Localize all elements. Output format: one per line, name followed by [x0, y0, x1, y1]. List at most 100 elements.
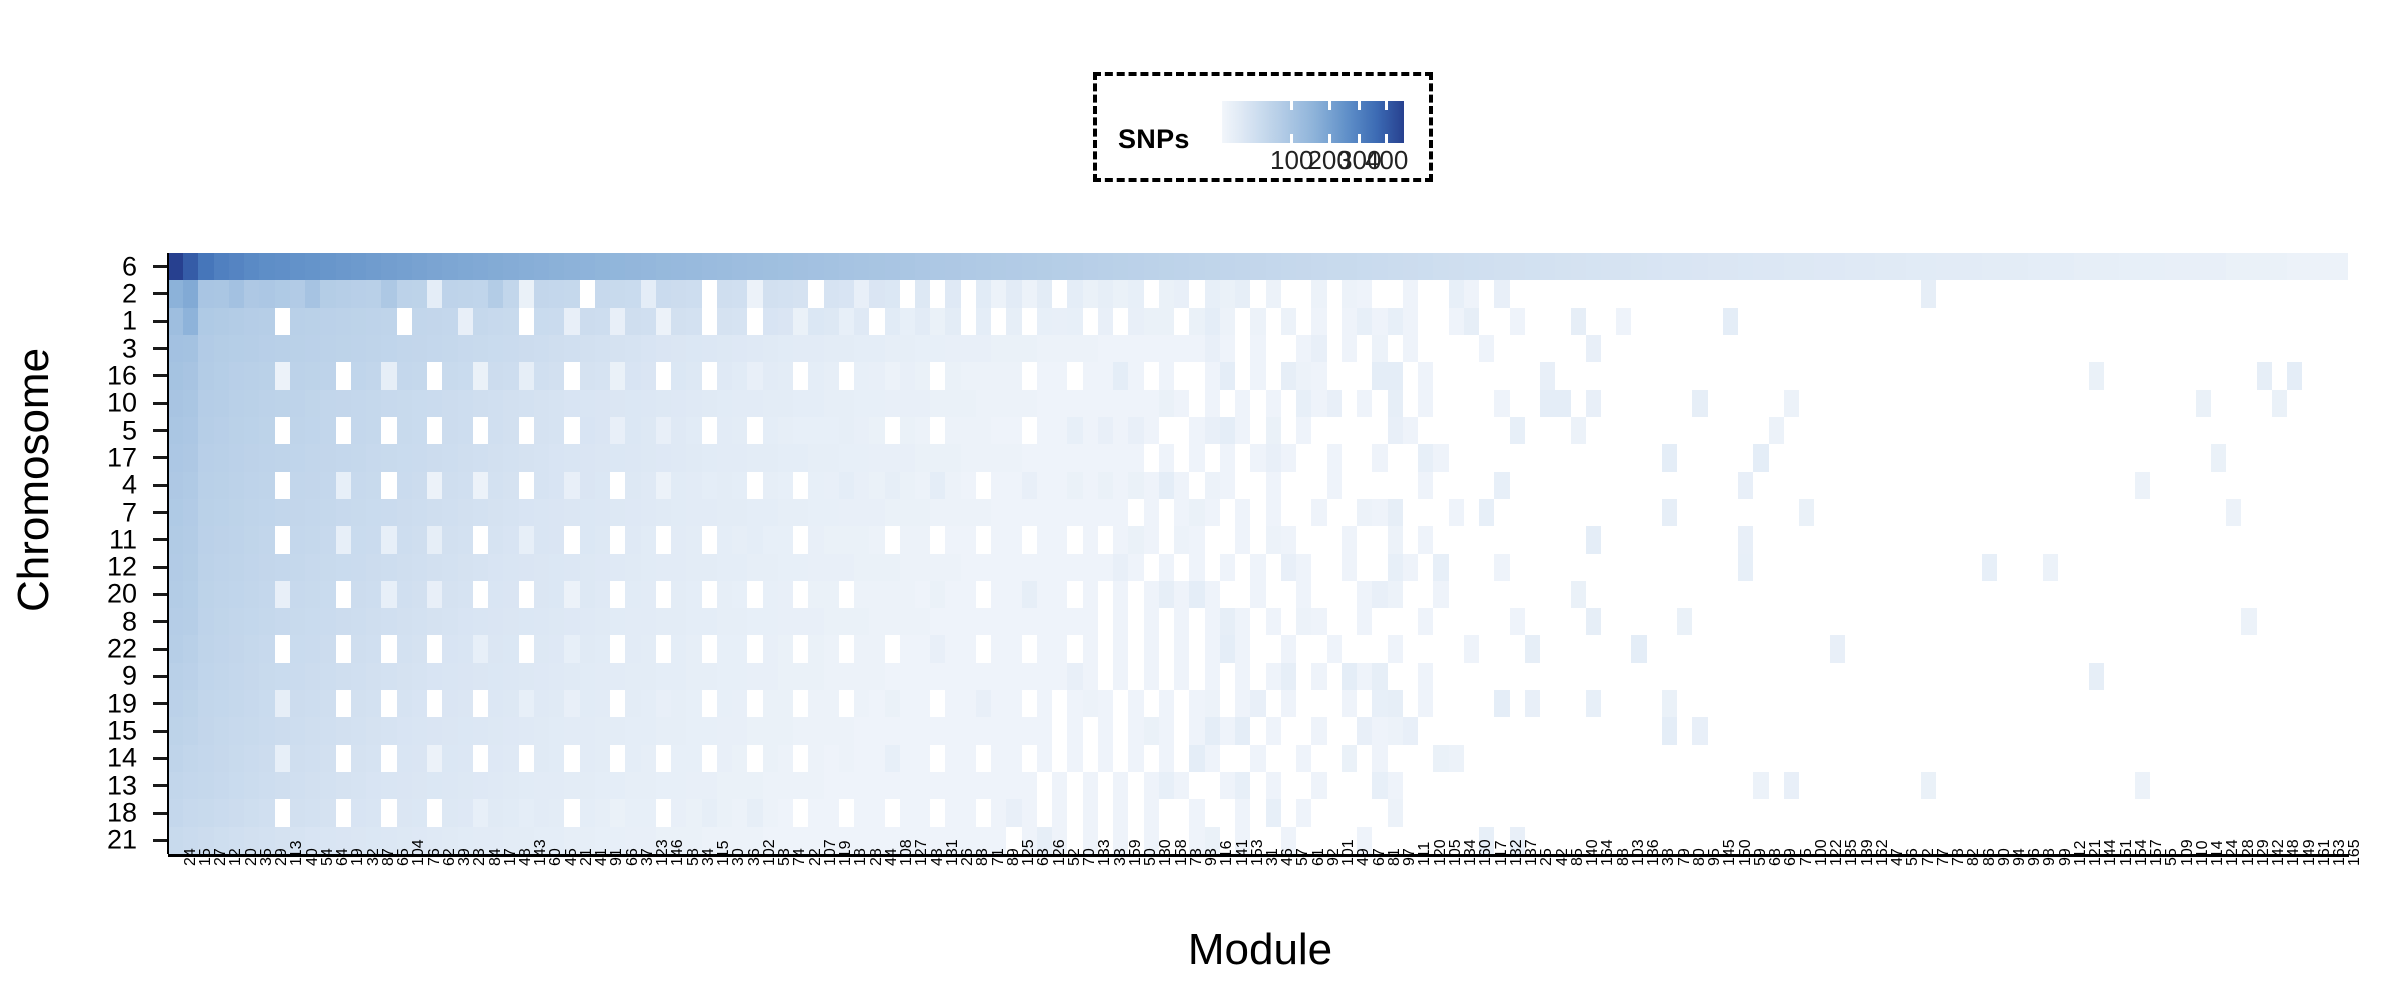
heatmap-cell — [2332, 253, 2348, 281]
heatmap-cell — [2332, 307, 2348, 335]
heatmap-cell — [869, 280, 885, 308]
heatmap-cell — [1311, 307, 1327, 335]
heatmap-cell — [488, 253, 504, 281]
heatmap-cell — [1052, 253, 1068, 281]
heatmap-cell — [2012, 334, 2028, 363]
heatmap-cell — [274, 334, 290, 363]
heatmap-cell — [427, 362, 443, 390]
heatmap-cell — [2241, 334, 2257, 363]
heatmap-cell — [411, 362, 428, 390]
legend-tick-mark — [1290, 101, 1294, 110]
heatmap-cell — [396, 253, 412, 281]
heatmap-cell — [1433, 253, 1449, 281]
y-axis-tick — [153, 401, 167, 405]
heatmap-cell — [1341, 253, 1358, 281]
heatmap-cell — [1540, 307, 1556, 335]
heatmap-cell — [1524, 307, 1541, 335]
heatmap-cell — [655, 307, 672, 335]
heatmap-cell — [503, 253, 519, 281]
heatmap-cell — [350, 307, 367, 335]
heatmap-cell — [183, 334, 199, 363]
heatmap-cell — [518, 307, 534, 335]
heatmap-cell — [701, 334, 717, 363]
heatmap-cell — [1844, 307, 1861, 335]
heatmap-cell — [1585, 280, 1601, 308]
heatmap-cell — [320, 362, 336, 390]
heatmap-cell — [1082, 253, 1098, 281]
heatmap-cell — [1006, 280, 1022, 308]
heatmap-cell — [549, 307, 565, 335]
heatmap-cell — [2027, 307, 2044, 335]
heatmap-cell — [1418, 280, 1434, 308]
heatmap-cell — [594, 362, 611, 390]
heatmap-cell — [762, 253, 778, 281]
heatmap-cell — [2210, 334, 2227, 363]
legend-tick-label: 400 — [1364, 145, 1409, 175]
legend-colorbar — [1222, 101, 1404, 143]
heatmap-cell — [2302, 253, 2318, 281]
heatmap-cell — [1494, 307, 1510, 335]
heatmap-cell — [1296, 280, 1312, 308]
heatmap-cell — [1158, 280, 1175, 308]
y-axis-tick — [153, 784, 167, 788]
heatmap-cell — [1661, 307, 1678, 335]
heatmap-cell — [2195, 253, 2211, 281]
heatmap-cell — [1357, 280, 1373, 308]
heatmap-cell — [777, 280, 794, 308]
heatmap-cell — [442, 362, 458, 390]
heatmap-cell — [228, 334, 245, 363]
heatmap-cell — [1067, 253, 1083, 281]
heatmap-cell — [1387, 280, 1403, 308]
heatmap-cell — [1966, 334, 1983, 363]
heatmap-cell — [320, 280, 336, 308]
heatmap-cell — [610, 334, 626, 363]
heatmap-cell — [427, 334, 443, 363]
heatmap-cell — [960, 253, 976, 281]
heatmap-cell — [1021, 362, 1037, 390]
heatmap-cell — [579, 280, 595, 308]
heatmap-cell — [1265, 307, 1281, 335]
heatmap-cell — [854, 307, 870, 335]
heatmap-cell — [1479, 334, 1495, 363]
heatmap-cell — [1616, 307, 1632, 335]
heatmap-cell — [655, 362, 672, 390]
heatmap-cell — [1722, 307, 1739, 335]
heatmap-cell — [305, 280, 321, 308]
heatmap-cell — [1021, 280, 1037, 308]
heatmap-cell — [289, 253, 306, 281]
heatmap-cell — [762, 280, 778, 308]
heatmap-cell — [1479, 280, 1495, 308]
heatmap-cell — [793, 253, 809, 281]
heatmap-cell — [1326, 253, 1342, 281]
heatmap-cell — [625, 307, 641, 335]
heatmap-cell — [2180, 280, 2196, 308]
heatmap-cell — [335, 334, 351, 363]
heatmap-cell — [1936, 307, 1952, 335]
heatmap-cell — [2302, 334, 2318, 363]
heatmap-cell — [579, 334, 595, 363]
heatmap-cell — [1448, 253, 1464, 281]
legend-tick-mark — [1385, 101, 1389, 110]
heatmap-cell — [2119, 253, 2135, 281]
heatmap-cell — [168, 307, 184, 335]
heatmap-cell — [228, 362, 245, 390]
heatmap-cell — [1372, 307, 1388, 335]
heatmap-cell — [1311, 253, 1327, 281]
heatmap-cell — [2271, 280, 2288, 308]
heatmap-cell — [1585, 307, 1601, 335]
heatmap-cell — [366, 307, 382, 335]
y-axis-tick — [153, 483, 167, 487]
heatmap-cell — [732, 253, 748, 281]
heatmap-cell — [1494, 334, 1510, 363]
heatmap-cell — [640, 253, 656, 281]
heatmap-cell — [1052, 307, 1068, 335]
heatmap-cell — [2134, 280, 2150, 308]
heatmap-cell — [701, 307, 717, 335]
heatmap-cell — [914, 307, 931, 335]
heatmap-cell — [183, 280, 199, 308]
heatmap-cell — [2271, 253, 2288, 281]
heatmap-cell — [457, 307, 473, 335]
heatmap-cell — [1966, 307, 1983, 335]
heatmap-cell — [2149, 307, 2166, 335]
